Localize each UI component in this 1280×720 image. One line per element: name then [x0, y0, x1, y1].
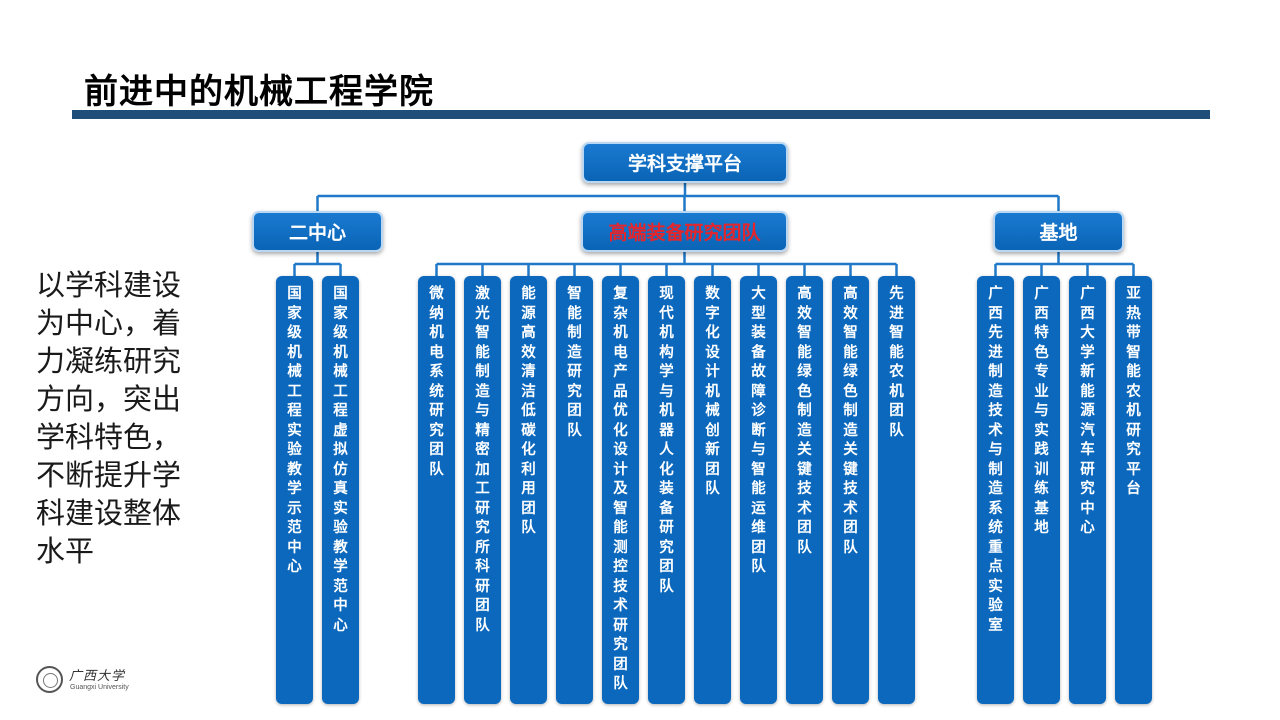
child-node: 广西大学新能源汽车研究中心	[1069, 276, 1106, 704]
seal-icon	[36, 666, 63, 693]
child-node: 国家级机械工程虚拟仿真实验教学范中心	[322, 276, 359, 704]
child-node: 数字化设计机械创新团队	[694, 276, 731, 704]
group-node: 二中心	[252, 211, 383, 252]
child-node: 国家级机械工程实验教学示范中心	[276, 276, 313, 704]
side-text: 以学科建设为中心，着力凝练研究方向，突出学科特色，不断提升学科建设整体水平	[36, 268, 182, 568]
child-node: 现代机构学与机器人化装备研究团队	[648, 276, 685, 704]
logo-subtitle: Guangxi University	[70, 684, 129, 691]
child-node: 大型装备故障诊断与智能运维团队	[740, 276, 777, 704]
root-node: 学科支撑平台	[582, 142, 788, 183]
child-node: 高效智能绿色制造关键技术团队	[832, 276, 869, 704]
child-node: 亚热带智能农机研究平台	[1115, 276, 1152, 704]
group-node: 高端装备研究团队	[581, 211, 788, 252]
child-node: 广西先进制造技术与制造系统重点实验室	[977, 276, 1014, 704]
group-node: 基地	[993, 211, 1124, 252]
child-node: 复杂机电产品优化设计及智能测控技术研究团队	[602, 276, 639, 704]
child-node: 广西特色专业与实践训练基地	[1023, 276, 1060, 704]
logo-name: 广西大学	[69, 669, 126, 684]
child-node: 先进智能农机团队	[878, 276, 915, 704]
child-node: 微纳机电系统研究团队	[418, 276, 455, 704]
page-title: 前进中的机械工程学院	[84, 72, 434, 112]
child-node: 激光智能制造与精密加工研究所科研团队	[464, 276, 501, 704]
child-node: 智能制造研究团队	[556, 276, 593, 704]
child-node: 高效智能绿色制造关键技术团队	[786, 276, 823, 704]
university-logo: 广西大学 Guangxi University	[36, 664, 136, 700]
child-node: 能源高效清洁低碳化利用团队	[510, 276, 547, 704]
title-rule	[72, 110, 1210, 119]
